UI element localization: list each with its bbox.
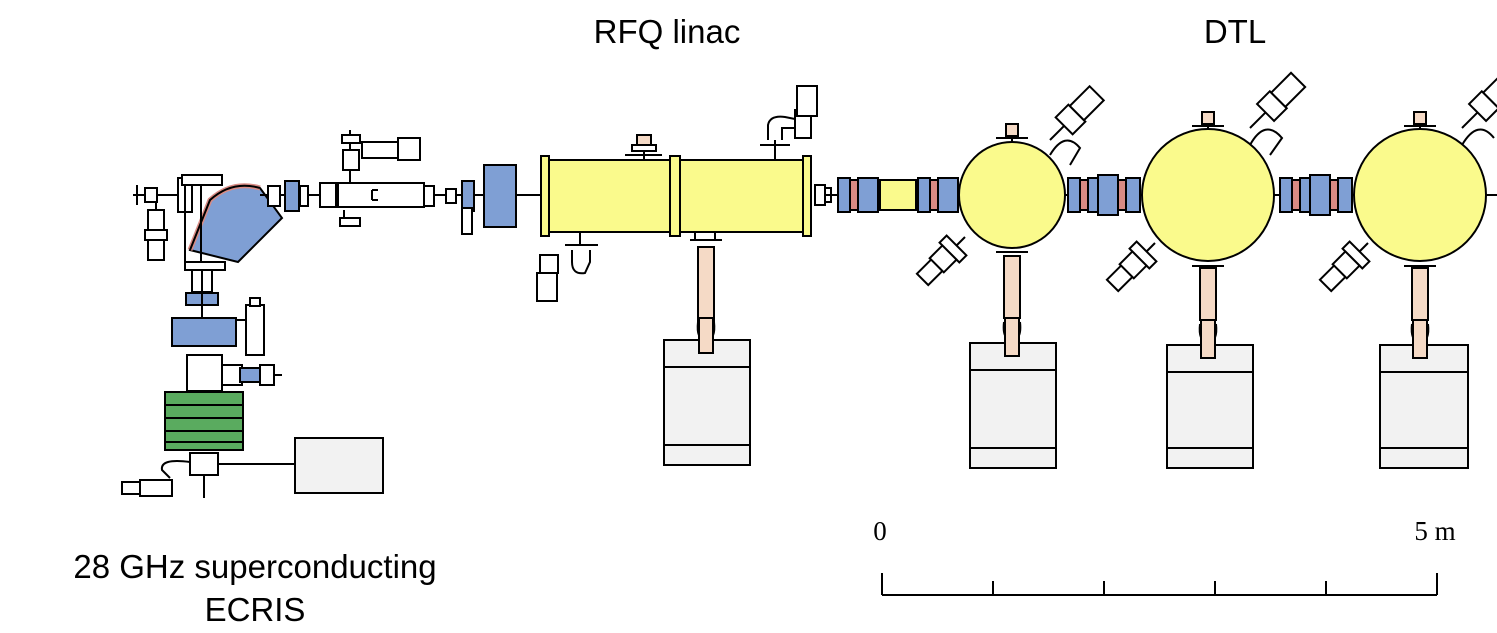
dtl-intertank-2 xyxy=(1274,174,1355,216)
dtl-tank-1 xyxy=(958,141,1066,249)
dtl3-power-supply xyxy=(1379,344,1469,469)
vertical-magnet xyxy=(171,317,237,347)
dtl-label: DTL xyxy=(1204,13,1266,50)
dtl-tank-3 xyxy=(1353,128,1487,262)
rfq-label: RFQ linac xyxy=(594,13,741,50)
dtl1-power-supply xyxy=(969,342,1057,469)
ecris-label-line1: 28 GHz superconducting xyxy=(73,548,436,585)
superconducting-solenoid xyxy=(164,391,244,451)
mebt-section xyxy=(814,177,965,213)
ecris-label-line2: ECRIS xyxy=(205,591,306,628)
dtl-cavity-2 xyxy=(1105,71,1307,469)
dtl-tank-2 xyxy=(1141,128,1275,262)
ecris-section xyxy=(121,262,384,498)
scale-bar-ticks xyxy=(881,573,1438,595)
scale-bar-start-label: 0 xyxy=(873,516,887,546)
dtl2-power-supply xyxy=(1166,344,1254,469)
scale-bar-end-label: 5 m xyxy=(1414,516,1455,546)
lebt-section xyxy=(133,130,545,271)
rfq-power-supply xyxy=(663,339,751,466)
ecris-power-supply xyxy=(294,437,384,494)
extraction-chamber xyxy=(186,354,223,392)
scale-bar: 0 5 m xyxy=(873,516,1456,596)
lebt-solenoid xyxy=(483,164,517,228)
dtl-cavity-1 xyxy=(915,84,1106,469)
rfq-linac xyxy=(536,85,818,466)
dtl-intertank-1 xyxy=(1065,174,1145,216)
dtl-cavity-3 xyxy=(1318,71,1497,469)
